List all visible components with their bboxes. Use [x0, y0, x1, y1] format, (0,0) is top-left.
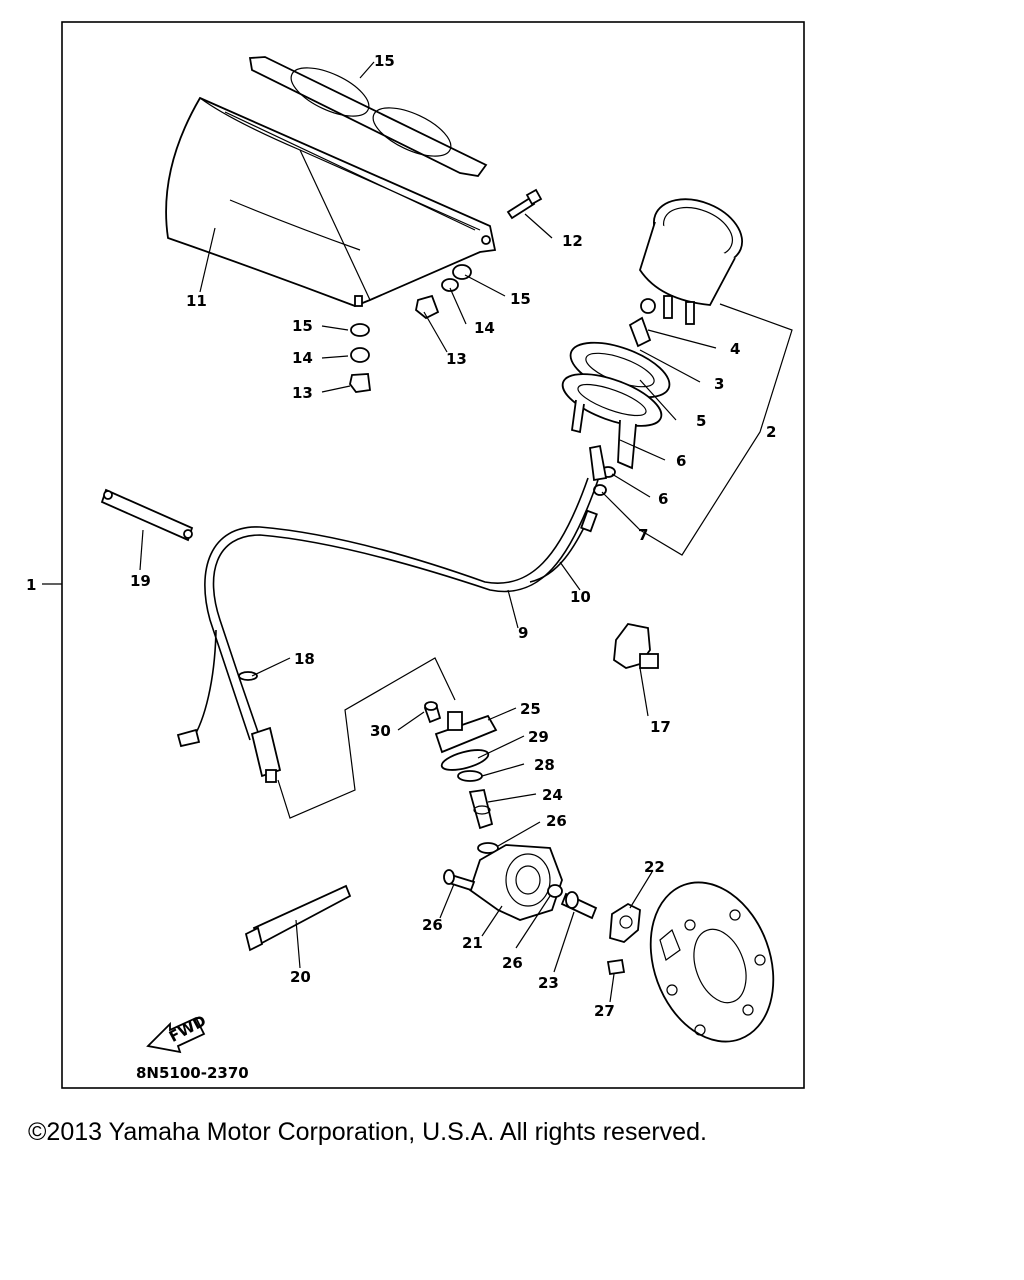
gear-housing-cap: [434, 711, 498, 754]
washer-26b: [547, 884, 563, 898]
callout-21: 21: [462, 934, 483, 952]
callout-18: 18: [294, 650, 315, 668]
callout-numbers: 15 11 12 15 14 13 15 14 13 4 3 2 5 6 6 7…: [26, 52, 776, 1020]
callout-19: 19: [130, 572, 151, 590]
drive-gear: [560, 891, 598, 920]
copyright-notice: ©2013 Yamaha Motor Corporation, U.S.A. A…: [28, 1118, 707, 1146]
bolt-30: [423, 701, 442, 724]
nut-washer-set-right: [415, 264, 472, 320]
callout-22: 22: [644, 858, 665, 876]
callout-13: 13: [292, 384, 313, 402]
meter-gear-unit: [468, 844, 563, 921]
callout-26: 26: [422, 916, 443, 934]
callout-3: 3: [714, 375, 724, 393]
callout-5: 5: [696, 412, 706, 430]
cable-clamp: [238, 671, 258, 681]
callout-23: 23: [538, 974, 559, 992]
callout-12: 12: [562, 232, 583, 250]
bolt-26: [443, 869, 476, 892]
speedometer-cable: [176, 444, 608, 783]
washer-28a: [457, 770, 483, 782]
callout-10: 10: [570, 588, 591, 606]
meter-cover: [165, 96, 497, 307]
callout-14: 14: [474, 319, 495, 337]
callout-9: 9: [518, 624, 528, 642]
callout-26: 26: [502, 954, 523, 972]
explode-line: [277, 657, 456, 819]
nut-washer-set-left: [349, 323, 372, 393]
diagram-code: 8N5100-2370: [136, 1064, 249, 1082]
diagram-frame: [61, 21, 805, 1089]
meter-bracket: [561, 316, 671, 496]
callout-20: 20: [290, 968, 311, 986]
callout-6: 6: [658, 490, 668, 508]
meter-clutch: [609, 902, 641, 943]
callout-2: 2: [766, 423, 776, 441]
callout-15: 15: [374, 52, 395, 70]
callout-15: 15: [510, 290, 531, 308]
wheel-hub: [649, 881, 775, 1043]
callout-29: 29: [528, 728, 549, 746]
band: [100, 488, 194, 542]
screw: [606, 958, 626, 976]
callout-6: 6: [676, 452, 686, 470]
washer-26a: [477, 842, 499, 854]
callout-30: 30: [370, 722, 391, 740]
callout-17: 17: [650, 718, 671, 736]
callout-27: 27: [594, 1002, 615, 1020]
bolt: [506, 188, 543, 220]
gear-shaft: [468, 788, 494, 830]
callout-13: 13: [446, 350, 467, 368]
meter-gasket: [248, 56, 488, 177]
callout-28: 28: [534, 756, 555, 774]
speedometer: [639, 198, 744, 325]
forward-arrow-icon: FWD: [146, 1012, 209, 1054]
cable-guide: [613, 623, 659, 669]
callout-24: 24: [542, 786, 563, 804]
callout-11: 11: [186, 292, 207, 310]
callout-7: 7: [638, 526, 648, 544]
callout-14: 14: [292, 349, 313, 367]
callout-4: 4: [730, 340, 740, 358]
callout-1: 1: [26, 576, 36, 594]
callout-26: 26: [546, 812, 567, 830]
leader-lines: [42, 61, 793, 1003]
callout-15: 15: [292, 317, 313, 335]
strap: [244, 884, 352, 952]
callout-25: 25: [520, 700, 541, 718]
